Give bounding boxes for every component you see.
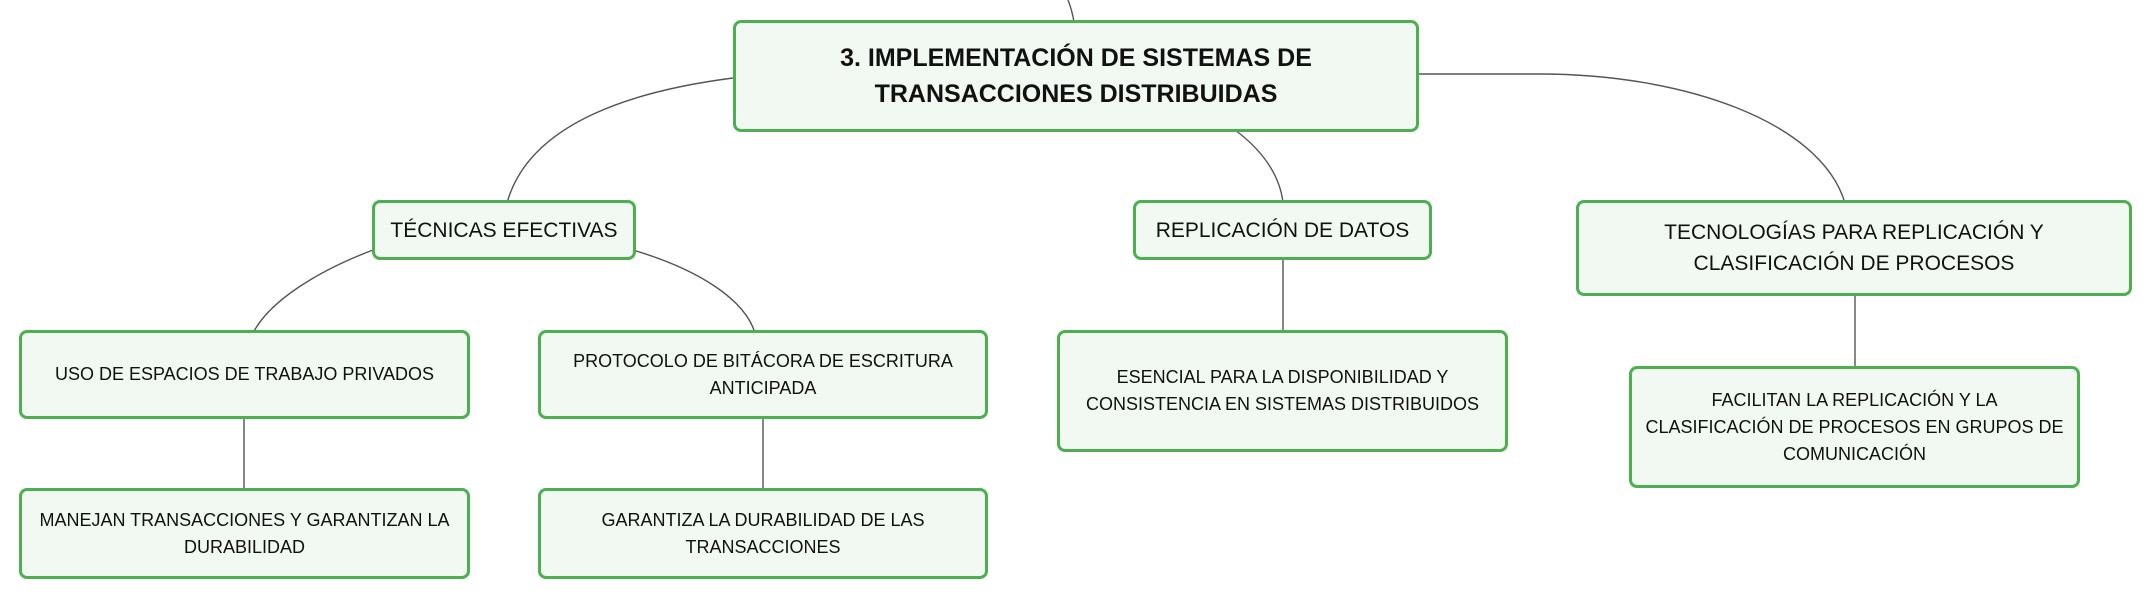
branch-node-tecnicas-efectivas[interactable]: TÉCNICAS EFECTIVAS bbox=[372, 200, 636, 260]
detail-node-protocolo[interactable]: GARANTIZA LA DURABILIDAD DE LAS TRANSACC… bbox=[538, 488, 988, 579]
branch-node-label: REPLICACIÓN DE DATOS bbox=[1155, 218, 1410, 242]
branch-node-label: TECNOLOGÍAS PARA REPLICACIÓN Y CLASIFICA… bbox=[1664, 221, 2044, 275]
detail-node-label: ESENCIAL PARA LA DISPONIBILIDAD Y CONSIS… bbox=[1085, 367, 1480, 414]
connector-parent-to-root bbox=[1067, 0, 1075, 23]
topic-node-uso-de-espacios[interactable]: USO DE ESPACIOS DE TRABAJO PRIVADOS bbox=[19, 330, 470, 419]
branch-node-tecnologias[interactable]: TECNOLOGÍAS PARA REPLICACIÓN Y CLASIFICA… bbox=[1576, 200, 2132, 296]
topic-node-label: USO DE ESPACIOS DE TRABAJO PRIVADOS bbox=[54, 364, 435, 384]
connector-root-to-tecnologias bbox=[1418, 73, 1846, 204]
connector-tecnicas-to-protocolo bbox=[632, 249, 756, 334]
connector-tecnicas-to-uso bbox=[252, 249, 374, 334]
detail-node-label: GARANTIZA LA DURABILIDAD DE LAS TRANSACC… bbox=[601, 509, 925, 557]
detail-node-label: FACILITAN LA REPLICACIÓN Y LA CLASIFICAC… bbox=[1645, 389, 2064, 464]
root-node[interactable]: 3. IMPLEMENTACIÓN DE SISTEMAS DE TRANSAC… bbox=[733, 20, 1419, 132]
branch-node-label: TÉCNICAS EFECTIVAS bbox=[390, 218, 618, 242]
topic-node-label: PROTOCOLO DE BITÁCORA DE ESCRITURA ANTIC… bbox=[573, 350, 953, 398]
detail-node-label: MANEJAN TRANSACCIONES Y GARANTIZAN LA DU… bbox=[39, 509, 450, 557]
connector-root-to-replicacion bbox=[1234, 129, 1284, 204]
detail-node-replicacion[interactable]: ESENCIAL PARA LA DISPONIBILIDAD Y CONSIS… bbox=[1057, 330, 1508, 452]
detail-node-uso-de-espacios[interactable]: MANEJAN TRANSACCIONES Y GARANTIZAN LA DU… bbox=[19, 488, 470, 579]
topic-node-protocolo-de-bitacora[interactable]: PROTOCOLO DE BITÁCORA DE ESCRITURA ANTIC… bbox=[538, 330, 988, 419]
branch-node-replicacion-de-datos[interactable]: REPLICACIÓN DE DATOS bbox=[1133, 200, 1432, 260]
root-node-label: 3. IMPLEMENTACIÓN DE SISTEMAS DE TRANSAC… bbox=[840, 44, 1312, 108]
connector-root-to-tecnicas bbox=[506, 77, 734, 204]
detail-node-tecnologias[interactable]: FACILITAN LA REPLICACIÓN Y LA CLASIFICAC… bbox=[1629, 366, 2080, 488]
